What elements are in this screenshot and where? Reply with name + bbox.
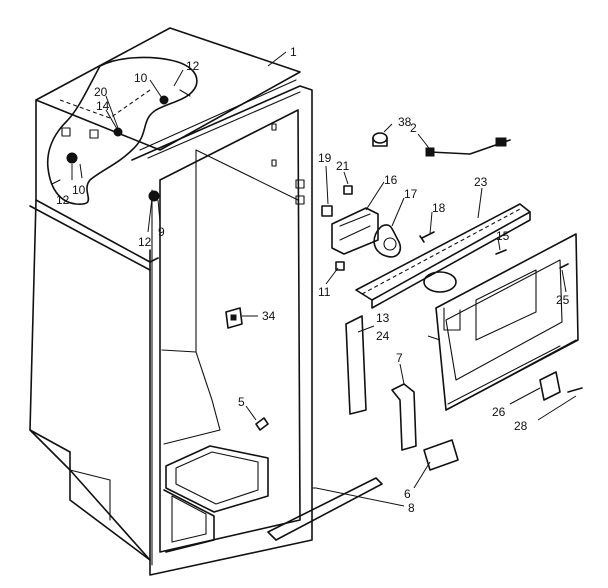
part-2-wire-lead (425, 137, 511, 157)
callout-15: 15 (496, 229, 510, 243)
callout-2: 2 (410, 121, 417, 135)
callout-23: 23 (474, 175, 488, 189)
callout-11: 11 (318, 285, 331, 299)
wiring-harness (46, 56, 198, 205)
part-16-motor-bracket (331, 207, 379, 255)
callout-25: 25 (556, 293, 570, 307)
callout-1: 1 (290, 45, 297, 59)
callout-6: 6 (404, 487, 411, 501)
part-24-rear-panel (435, 233, 579, 411)
part-6-bracket (423, 439, 459, 471)
leader-lines (71, 51, 577, 507)
callout-14: 14 (96, 99, 110, 113)
callout-10: 10 (72, 183, 86, 197)
part-11-clip (335, 261, 345, 271)
callout-labels: 1 2 38 12 10 20 14 12 10 12 9 19 21 16 1… (56, 45, 570, 515)
part-25-screw (559, 263, 569, 269)
callout-10: 10 (134, 71, 148, 85)
part-5-screw (255, 417, 269, 431)
callout-9: 9 (158, 225, 165, 239)
callout-24: 24 (376, 329, 390, 343)
callout-19: 19 (318, 151, 332, 165)
cabinet-liner (29, 27, 313, 576)
part-17-fan-blade (373, 224, 402, 258)
part-28-screw (567, 387, 583, 393)
callout-12: 12 (138, 235, 152, 249)
part-15-screw (495, 249, 507, 255)
callout-7: 7 (396, 351, 403, 365)
callout-5: 5 (238, 395, 245, 409)
callout-18: 18 (432, 201, 446, 215)
part-21-screw (343, 185, 353, 195)
part-19-clip (321, 205, 333, 217)
callout-16: 16 (384, 173, 398, 187)
part-18-screw (419, 231, 435, 243)
callout-38: 38 (398, 115, 412, 129)
callout-20: 20 (94, 85, 108, 99)
callout-12: 12 (56, 193, 70, 207)
part-23-evaporator-cover (355, 203, 531, 309)
callout-12: 12 (186, 59, 200, 73)
callout-17: 17 (404, 187, 418, 201)
part-38-cap (372, 132, 388, 147)
callout-34: 34 (262, 309, 276, 323)
callout-21: 21 (336, 159, 350, 173)
part-8-trim-strip (267, 477, 383, 541)
part-34-bracket (225, 307, 243, 329)
callout-8: 8 (408, 501, 415, 515)
callout-13: 13 (376, 311, 390, 325)
part-7-plate (391, 383, 417, 451)
part-13-plate (345, 315, 367, 415)
part-26-plate (539, 371, 561, 401)
callout-26: 26 (492, 405, 506, 419)
callout-28: 28 (514, 419, 528, 433)
